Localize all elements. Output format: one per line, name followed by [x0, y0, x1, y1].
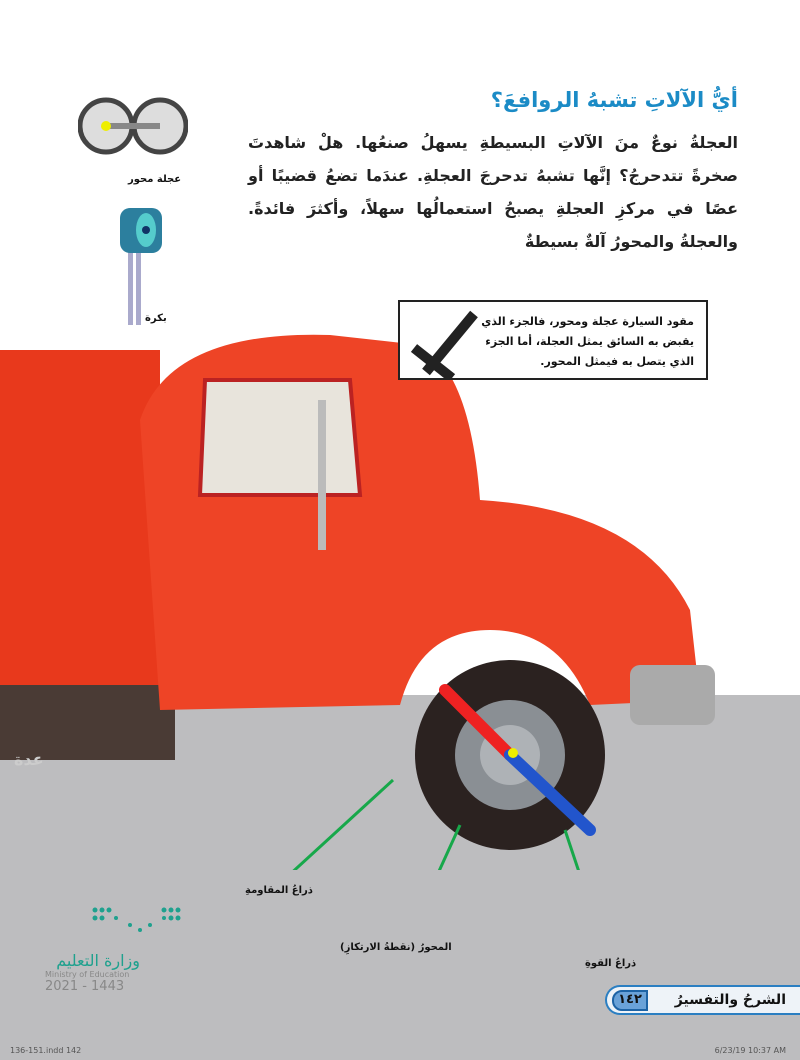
- steering-callout: مقود السيارة عجلة ومحور، فالجزء الذي يقب…: [398, 300, 708, 380]
- section-name: الشرحُ والتفسيرُ: [674, 992, 786, 1008]
- slug-date: 6/23/19 10:37 AM: [714, 1046, 786, 1055]
- ministry-logo: وزارة التعليم Ministry of Education 2021…: [45, 905, 185, 994]
- wheel-axle-label: عجلة محور: [128, 174, 182, 185]
- ministry-logo-icon: [92, 907, 181, 932]
- axis-label: المحورُ (نقطةُ الارتكازِ): [340, 942, 452, 953]
- ministry-name-en: Ministry of Education: [45, 970, 130, 979]
- pulley-image: [120, 208, 162, 325]
- callout-text: مقود السيارة عجلة ومحور، فالجزء الذي يقب…: [481, 315, 694, 368]
- force-arm-label: ذراعُ القوةِ: [585, 958, 637, 969]
- steering-wheel-icon: [410, 310, 478, 380]
- footer-section-tab: ١٤٢ الشرحُ والتفسيرُ: [605, 985, 800, 1015]
- toolbox-text: عدة: [14, 750, 44, 769]
- resistance-arm-label: ذراعُ المقاومةِ: [245, 885, 313, 896]
- truck-illustration: [0, 334, 715, 870]
- body-paragraph: العجلةُ نوعٌ منَ الآلاتِ البسيطةِ يسهلُ …: [248, 133, 738, 251]
- ministry-name-ar: وزارة التعليم: [56, 951, 140, 970]
- pulley-label: بكرة: [145, 313, 167, 324]
- slug-file: 136-151.indd 142: [10, 1046, 82, 1055]
- ministry-year: 2021 - 1443: [45, 979, 125, 994]
- page-title: أيُّ الآلاتِ تشبهُ الروافعَ؟: [490, 88, 738, 112]
- wheel-axle-image: [78, 97, 188, 155]
- page-number: ١٤٢: [612, 990, 648, 1011]
